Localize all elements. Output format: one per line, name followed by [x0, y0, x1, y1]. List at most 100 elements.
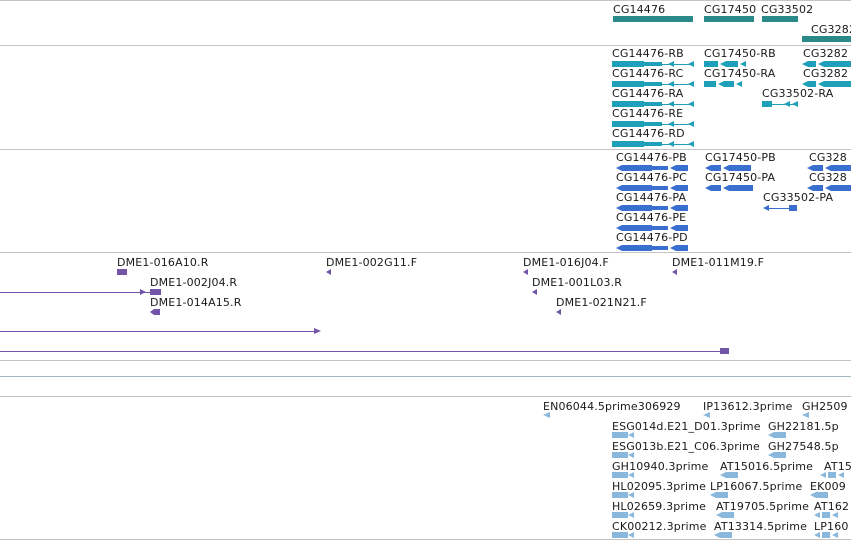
transcript-label-cg3282-2[interactable]: CG3282 [803, 67, 849, 80]
transcript-label-cg17450-rb[interactable]: CG17450-RB [704, 47, 776, 60]
est-label-ek009[interactable]: EK009 [810, 480, 846, 493]
protein-glyph-cg14476-pb[interactable] [616, 165, 694, 171]
transcript-label-cg14476-rc[interactable]: CG14476-RC [612, 67, 684, 80]
transcript-glyph-cg17450-rb[interactable] [704, 61, 754, 67]
clone-label-dme1-016a10-r[interactable]: DME1-016A10.R [117, 256, 209, 269]
clone-glyph-dme1-002j04-r[interactable] [0, 289, 162, 295]
est-glyph-at19705[interactable] [716, 512, 746, 518]
est-label-gh27548[interactable]: GH27548.5p [768, 440, 839, 453]
est-label-at19705[interactable]: AT19705.5prime [716, 500, 810, 513]
clone-glyph-dme1-016a10-r[interactable] [117, 269, 127, 275]
transcript-glyph-cg3282-1[interactable] [802, 61, 851, 67]
protein-glyph-cg14476-pc[interactable] [616, 185, 694, 191]
est-glyph-hl02659[interactable] [612, 512, 642, 518]
est-glyph-at15016[interactable] [720, 472, 750, 478]
gene-glyph-cg33502[interactable] [762, 16, 798, 22]
clone-label-dme1-014a15-r[interactable]: DME1-014A15.R [150, 296, 242, 309]
clone-label-dme1-002j04-r[interactable]: DME1-002J04.R [150, 276, 238, 289]
protein-glyph-cg14476-pe[interactable] [616, 225, 694, 231]
protein-label-cg14476-pb[interactable]: CG14476-PB [616, 151, 687, 164]
est-label-ip13612[interactable]: IP13612.3prime [703, 400, 793, 413]
clone-span-long-2[interactable] [0, 348, 730, 354]
gene-glyph-cg17450[interactable] [704, 16, 754, 22]
est-glyph-at15[interactable] [820, 472, 851, 478]
clone-label-dme1-021n21-f[interactable]: DME1-021N21.F [556, 296, 647, 309]
clone-glyph-dme1-016j04-f[interactable] [523, 269, 529, 275]
protein-label-cg14476-pe[interactable]: CG14476-PE [616, 211, 687, 224]
est-label-esg013b[interactable]: ESG013b.E21_C06.3prime [612, 440, 760, 453]
clone-glyph-dme1-001l03-r[interactable] [532, 289, 538, 295]
est-label-at162[interactable]: AT162 [814, 500, 850, 513]
est-label-hl02095[interactable]: HL02095.3prime [612, 480, 707, 493]
protein-glyph-cg17450-pb[interactable] [705, 165, 755, 171]
gene-label-cg14476[interactable]: CG14476 [613, 3, 666, 16]
transcript-glyph-cg14476-rc[interactable] [612, 81, 694, 87]
transcript-glyph-cg14476-re[interactable] [612, 121, 694, 127]
est-label-at15016[interactable]: AT15016.5prime [720, 460, 814, 473]
est-glyph-hl02095[interactable] [612, 492, 642, 498]
transcript-glyph-cg33502-ra[interactable] [762, 101, 802, 107]
transcript-label-cg14476-re[interactable]: CG14476-RE [612, 107, 684, 120]
gene-label-cg33502[interactable]: CG33502 [761, 3, 814, 16]
clone-glyph-dme1-002g11-f[interactable] [326, 269, 332, 275]
transcript-glyph-cg3282-2[interactable] [802, 81, 851, 87]
est-glyph-lp16067[interactable] [710, 492, 740, 498]
transcript-label-cg14476-rb[interactable]: CG14476-RB [612, 47, 684, 60]
gene-glyph-cg3282[interactable] [802, 36, 851, 42]
est-glyph-ck00212[interactable] [612, 532, 642, 538]
clone-label-dme1-001l03-r[interactable]: DME1-001L03.R [532, 276, 623, 289]
gene-label-cg3282[interactable]: CG3282 [811, 23, 851, 36]
clone-span-long-1[interactable] [0, 328, 322, 334]
protein-label-cg14476-pd[interactable]: CG14476-PD [616, 231, 688, 244]
est-label-gh10940[interactable]: GH10940.3prime [612, 460, 709, 473]
protein-label-cg328-1[interactable]: CG328 [809, 151, 847, 164]
est-glyph-ek009[interactable] [810, 492, 840, 498]
est-glyph-gh22181[interactable] [768, 432, 798, 438]
transcript-glyph-cg14476-ra[interactable] [612, 101, 694, 107]
clone-label-dme1-016j04-f[interactable]: DME1-016J04.F [523, 256, 609, 269]
est-glyph-en06044[interactable] [543, 412, 550, 418]
protein-label-cg14476-pa[interactable]: CG14476-PA [616, 191, 687, 204]
est-label-gh2509[interactable]: GH2509 [802, 400, 848, 413]
protein-glyph-cg14476-pa[interactable] [616, 205, 694, 211]
est-glyph-gh10940[interactable] [612, 472, 642, 478]
transcript-label-cg14476-ra[interactable]: CG14476-RA [612, 87, 684, 100]
gene-label-cg17450[interactable]: CG17450 [704, 3, 757, 16]
protein-glyph-cg328-1[interactable] [807, 165, 851, 171]
est-glyph-esg013b[interactable] [612, 452, 642, 458]
est-label-ck00212[interactable]: CK00212.3prime [612, 520, 707, 533]
clone-glyph-dme1-011m19-f[interactable] [672, 269, 678, 275]
est-label-hl02659[interactable]: HL02659.3prime [612, 500, 707, 513]
est-label-at13314[interactable]: AT13314.5prime [714, 520, 808, 533]
transcript-label-cg33502-ra[interactable]: CG33502-RA [762, 87, 834, 100]
clone-label-dme1-002g11-f[interactable]: DME1-002G11.F [326, 256, 418, 269]
protein-label-cg33502-pa[interactable]: CG33502-PA [763, 191, 834, 204]
protein-label-cg328-2[interactable]: CG328 [809, 171, 847, 184]
est-label-en06044[interactable]: EN06044.5prime306929 [543, 400, 681, 413]
protein-glyph-cg14476-pd[interactable] [616, 245, 694, 251]
est-label-lp160[interactable]: LP160 [814, 520, 849, 533]
transcript-label-cg3282-1[interactable]: CG3282 [803, 47, 849, 60]
est-glyph-gh27548[interactable] [768, 452, 798, 458]
protein-glyph-cg33502-pa[interactable] [763, 205, 799, 211]
est-glyph-at13314[interactable] [714, 532, 744, 538]
est-glyph-at162[interactable] [814, 512, 851, 518]
gene-glyph-cg14476[interactable] [613, 16, 693, 22]
transcript-glyph-cg17450-ra[interactable] [704, 81, 744, 87]
est-label-at15[interactable]: AT15 [824, 460, 851, 473]
transcript-label-cg17450-ra[interactable]: CG17450-RA [704, 67, 776, 80]
est-glyph-esg014d[interactable] [612, 432, 642, 438]
protein-label-cg17450-pa[interactable]: CG17450-PA [705, 171, 776, 184]
clone-label-dme1-011m19-f[interactable]: DME1-011M19.F [672, 256, 765, 269]
transcript-label-cg14476-rd[interactable]: CG14476-RD [612, 127, 685, 140]
est-label-esg014d[interactable]: ESG014d.E21_D01.3prime [612, 420, 761, 433]
est-glyph-lp160[interactable] [814, 532, 851, 538]
transcript-glyph-cg14476-rd[interactable] [612, 141, 694, 147]
est-label-gh22181[interactable]: GH22181.5p [768, 420, 839, 433]
est-glyph-gh2509[interactable] [802, 412, 809, 418]
clone-glyph-dme1-014a15-r[interactable] [150, 309, 162, 315]
est-glyph-ip13612[interactable] [703, 412, 710, 418]
protein-label-cg14476-pc[interactable]: CG14476-PC [616, 171, 687, 184]
protein-glyph-cg328-2[interactable] [807, 185, 851, 191]
transcript-glyph-cg14476-rb[interactable] [612, 61, 694, 67]
